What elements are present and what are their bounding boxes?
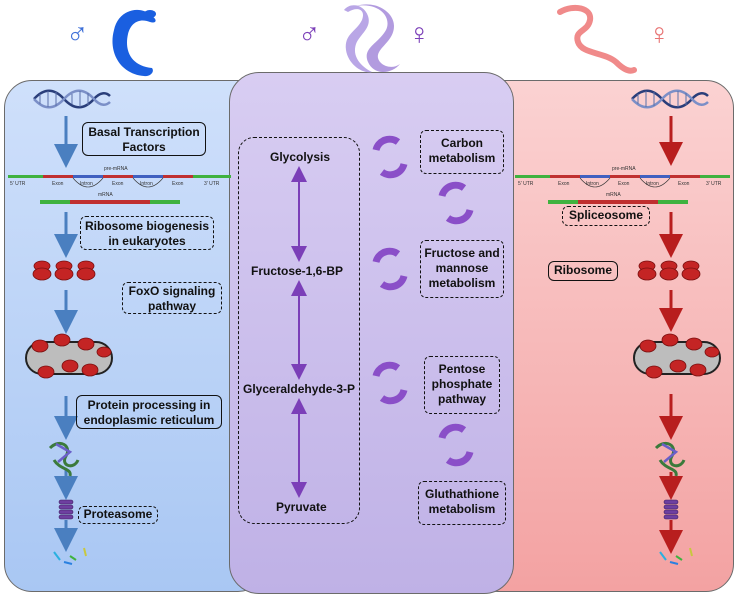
dna-icon-right [631,89,709,109]
female-panel [470,80,734,592]
glyceraldehyde-label: Glyceraldehyde-3-P [243,382,356,396]
glycolysis-pathway-box [238,137,360,524]
mrna-label-left: mRNA [98,192,113,198]
ribosome-box: Ribosome [548,261,618,281]
male-symbol-middle: ♂ [298,18,321,51]
male-worm-illustration [112,9,156,77]
fructose-mannose-box: Fructose and mannose metabolism [420,240,504,298]
male-symbol-left: ♂ [66,18,89,51]
basal-transcription-box: Basal Transcription Factors [82,122,206,156]
carbon-metabolism-box: Carbon metabolism [420,130,504,174]
exon2-label-left: Exon [112,181,124,187]
fructose-bp-label: Fructose-1,6-BP [251,264,344,278]
ribosome-biogenesis-box: Ribosome biogenesis in eukaryotes [80,216,214,250]
foxo-box: FoxO signaling pathway [122,282,222,314]
pre-mrna-label-left: pre-mRNA [104,166,128,172]
splicing-schematic-right [515,175,730,204]
exon2-label-right: Exon [618,181,630,187]
female-symbol-right: ♀ [648,18,671,51]
shared-panel [229,72,514,594]
proteasome-box: Proteasome [78,506,158,524]
ribosome-icons-left [25,260,113,565]
mrna-label-right: mRNA [606,192,621,198]
glycolysis-label: Glycolysis [270,150,331,164]
splicing-schematic-left [8,175,231,204]
pre-mrna-label-right: pre-mRNA [612,166,636,172]
exon1-label-left: Exon [52,181,64,187]
utr5-label-right: 5' UTR [518,181,534,187]
glutathione-box: Gluthathione metabolism [418,481,506,525]
pyruvate-label: Pyruvate [276,500,327,514]
female-symbol-middle: ♀ [408,18,431,51]
utr3-label-right: 3' UTR [706,181,722,187]
intron2-label-left: Intron [140,181,153,187]
utr3-label-left: 3' UTR [204,181,220,187]
exon3-label-right: Exon [678,181,690,187]
intron1-label-right: Intron [586,181,599,187]
intron1-label-left: Intron [80,181,93,187]
pentose-phosphate-box: Pentose phosphate pathway [424,356,500,414]
utr5-label-left: 5' UTR [10,181,26,187]
protein-processing-box: Protein processing in endoplasmic reticu… [76,395,222,429]
exon3-label-left: Exon [172,181,184,187]
spliceosome-box: Spliceosome [562,206,650,226]
paired-worm-illustration [344,4,400,73]
dna-icon-left [33,89,111,109]
left-arrows [54,116,78,552]
intron2-label-right: Intron [646,181,659,187]
exon1-label-right: Exon [558,181,570,187]
female-worm-illustration [557,4,637,74]
